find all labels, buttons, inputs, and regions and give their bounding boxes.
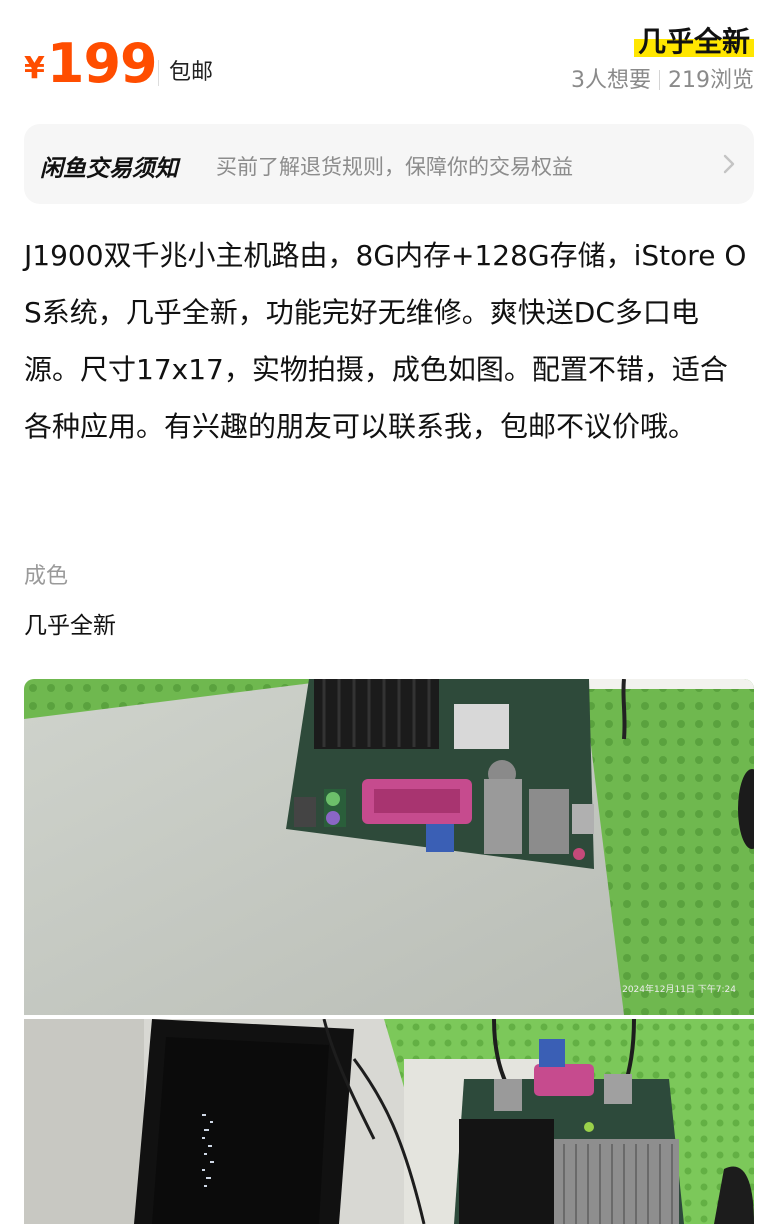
free-shipping-label: 包邮 xyxy=(158,60,213,86)
condition-tag: 几乎全新 xyxy=(633,20,754,60)
photo-timestamp: 2024年12月11日 下午7:24 xyxy=(622,985,736,995)
wants-count: 3人想要 xyxy=(571,68,651,93)
currency-symbol: ¥ xyxy=(24,51,45,86)
item-photo-2[interactable] xyxy=(24,1019,754,1224)
views-count: 219浏览 xyxy=(668,68,754,93)
price-amount: 199 xyxy=(46,32,158,95)
item-photo-1[interactable]: 2024年12月11日 下午7:24 xyxy=(24,679,754,1015)
trade-notice-text: 买前了解退货规则，保障你的交易权益 xyxy=(216,155,573,179)
stats-divider xyxy=(659,70,660,90)
condition-value: 几乎全新 xyxy=(24,613,116,639)
chevron-right-icon xyxy=(723,154,735,174)
price: ¥199 xyxy=(24,32,158,95)
item-description: J1900双千兆小主机路由，8G内存+128G存储，iStore OS系统，几乎… xyxy=(24,239,747,443)
condition-label: 成色 xyxy=(24,564,69,589)
motherboard-photo xyxy=(24,679,754,1015)
trade-notice-title: 闲鱼交易须知 xyxy=(40,156,178,182)
test-setup-photo xyxy=(24,1019,754,1224)
trade-notice-bar[interactable]: 闲鱼交易须知 买前了解退货规则，保障你的交易权益 xyxy=(24,124,754,204)
price-row: ¥199 包邮 几乎全新 3人想要 219浏览 xyxy=(24,20,754,98)
listing-stats: 3人想要 219浏览 xyxy=(571,62,754,94)
